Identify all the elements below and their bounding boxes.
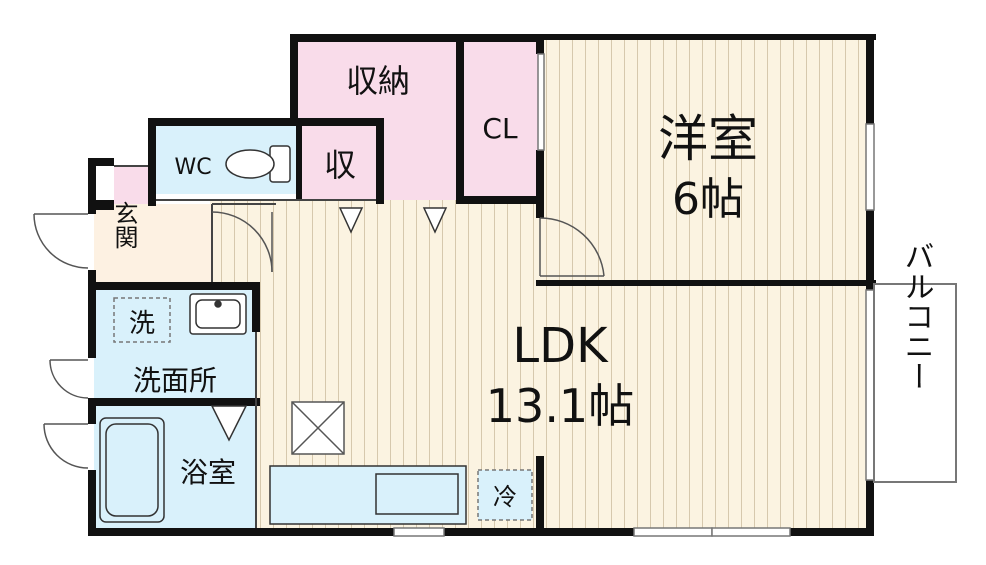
storage-large-label: 収納 xyxy=(346,62,410,100)
bath-label: 浴室 xyxy=(180,456,236,489)
entrance-floor xyxy=(94,204,212,288)
toilet-icon xyxy=(225,145,291,183)
western-room-size: 6帖 xyxy=(672,174,744,225)
bathtub-icon xyxy=(99,417,165,523)
washbasin-icon xyxy=(189,293,247,335)
ldk-floor-right xyxy=(540,285,870,530)
washroom-label: 洗面所 xyxy=(133,364,217,397)
storage-markers xyxy=(210,207,448,442)
western-room-label: 洋室 xyxy=(658,110,758,168)
walls xyxy=(88,34,876,536)
fridge-label: 冷 xyxy=(493,483,517,511)
wc-label: WC xyxy=(174,155,211,180)
ldk-size: 13.1帖 xyxy=(486,379,634,433)
balcony-area xyxy=(873,283,957,483)
western-room-floor xyxy=(540,40,870,285)
storage-small-label: 収 xyxy=(324,146,356,184)
laundry-box xyxy=(113,297,171,343)
entrance-top-floor xyxy=(114,166,152,204)
balcony-label: バルコニー xyxy=(899,241,934,391)
ldk-label: LDK xyxy=(512,318,609,374)
doors xyxy=(33,211,605,469)
storage-hatch-icon xyxy=(291,401,345,455)
thin-walls xyxy=(114,165,376,528)
kitchen-counter xyxy=(269,465,467,525)
entrance-label: 玄関 xyxy=(110,201,138,249)
laundry-label: 洗 xyxy=(129,309,155,339)
fridge-box xyxy=(477,469,533,521)
storage-small-floor xyxy=(302,124,380,200)
closet-floor xyxy=(460,40,540,200)
closet-label: CL xyxy=(482,112,518,145)
